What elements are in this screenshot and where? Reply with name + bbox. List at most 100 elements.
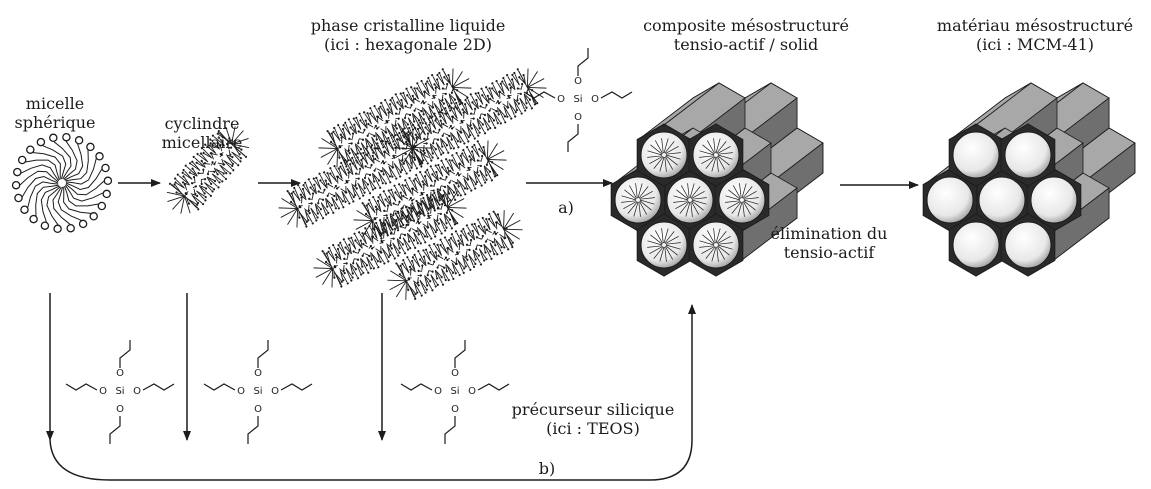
rod-surfactant: [419, 211, 426, 217]
rod-surfactant: [211, 143, 220, 150]
rod-head: [408, 126, 411, 130]
rod-head: [315, 219, 318, 222]
rod-surfactant: [425, 148, 432, 160]
rod-surfactant: [392, 222, 399, 230]
rod-head: [495, 221, 498, 224]
rod-surfactant: [371, 254, 379, 267]
pore-surfactant: [649, 156, 663, 165]
rod-surfactant: [338, 169, 343, 180]
rod-head: [454, 105, 457, 108]
pore-surfactant: [691, 197, 707, 200]
rod-head: [368, 192, 372, 195]
rod-head: [182, 168, 185, 172]
rod-surfactant: [191, 194, 198, 203]
rod-head: [407, 134, 410, 137]
rod-head: [470, 189, 473, 192]
rod-head: [192, 175, 196, 179]
rod-head: [422, 183, 425, 186]
rod-head: [439, 115, 442, 118]
rod-head: [429, 280, 432, 283]
rod-head: [431, 156, 434, 159]
rod-surfactant: [212, 173, 222, 181]
rod-head: [417, 284, 420, 287]
rod-surfactant: [488, 239, 493, 243]
rod-surfactant: [387, 129, 394, 141]
rod-surfactant: [416, 176, 423, 188]
rod-surfactant: [349, 263, 356, 269]
rod-head: [384, 140, 387, 143]
rod-surfactant: [484, 167, 492, 180]
rod-surfactant: [389, 239, 392, 245]
rod-head: [371, 235, 375, 238]
rod-surfactant: [440, 121, 443, 129]
rod-surfactant: [482, 117, 488, 129]
rod-cap-surfactant: [447, 198, 465, 208]
rod-head: [423, 175, 427, 178]
rod-head: [469, 112, 473, 115]
rod-surfactant: [193, 188, 196, 194]
rod-head: [401, 128, 404, 131]
rod-surfactant: [430, 274, 436, 286]
rod-head: [192, 155, 195, 158]
rod-head: [181, 171, 184, 174]
pore-surfactant: [665, 246, 674, 260]
rod-surfactant: [431, 119, 437, 130]
rod-head: [469, 238, 473, 242]
rod-head: [494, 244, 497, 247]
rod-surfactant: [376, 134, 384, 147]
rod-head: [490, 257, 493, 260]
rod-head: [446, 82, 449, 86]
rod-head: [335, 187, 339, 190]
rod-head: [343, 272, 346, 275]
rod-surfactant: [458, 244, 460, 250]
rod-head: [359, 119, 362, 122]
rod-head: [439, 212, 442, 216]
rod-head: [457, 185, 460, 188]
rod-head: [431, 152, 434, 155]
rod-surfactant: [184, 184, 188, 191]
pore-surfactant: [679, 201, 690, 214]
rod-surfactant: [383, 169, 390, 182]
rod-head: [231, 156, 234, 159]
rod-head: [407, 277, 410, 280]
rod-head: [375, 208, 378, 211]
rod-head: [511, 78, 514, 81]
rod-head: [433, 112, 436, 115]
rod-head: [356, 258, 360, 261]
rod-surfactant: [400, 210, 403, 218]
rod-head: [373, 217, 376, 220]
rod-surfactant: [205, 163, 211, 165]
rod-head: [446, 258, 449, 262]
pore: [1004, 131, 1052, 179]
pore-surfactant: [728, 189, 741, 200]
rod-head: [354, 239, 357, 242]
rod-surfactant: [429, 119, 437, 130]
rod-head: [344, 159, 347, 162]
rod-cap-surfactant: [397, 263, 407, 282]
rod-surfactant: [387, 163, 393, 168]
rod-surfactant: [478, 220, 485, 233]
rod-surfactant: [469, 176, 475, 188]
rod-surfactant: [372, 173, 375, 181]
rod-surfactant: [354, 119, 362, 130]
rod-cap-surfactant: [443, 70, 453, 88]
rod-surfactant: [184, 170, 193, 180]
rod-surfactant: [423, 226, 431, 238]
teos-ethyl-left: [523, 91, 556, 99]
rod-cap-surfactant: [281, 198, 298, 209]
rod-head: [202, 151, 205, 155]
rod-head: [405, 172, 408, 175]
rod-surfactant: [423, 199, 430, 211]
rod-surfactant: [197, 163, 206, 168]
pore-surfactant: [742, 186, 753, 199]
rod-head: [493, 252, 496, 256]
rod-head: [422, 102, 426, 105]
rod-head: [188, 162, 192, 165]
teos-o-atom: O: [116, 368, 124, 379]
rod-head: [370, 247, 374, 250]
teos-ethyl-right: [477, 383, 510, 391]
rod-head: [357, 142, 360, 145]
surfactant-tail: [42, 145, 67, 180]
rod-head: [376, 147, 379, 150]
rod-surfactant: [496, 222, 503, 227]
